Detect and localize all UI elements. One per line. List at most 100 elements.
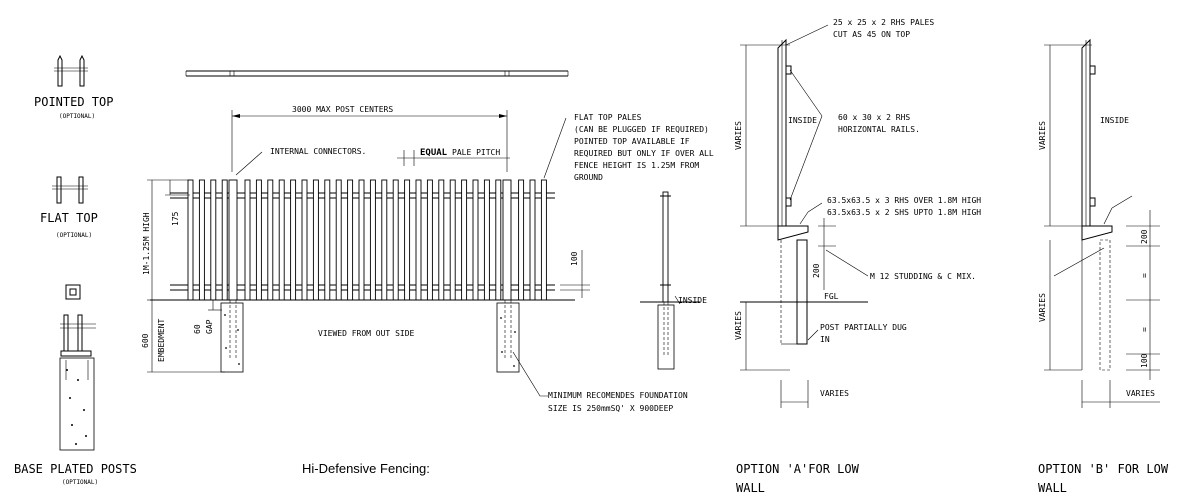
pale [472,179,479,301]
option-a-rails-2: HORIZONTAL RAILS. [838,125,920,134]
pale [518,179,525,301]
main-caption: Hi-Defensive Fencing: [302,461,430,476]
embedment-label: EMBEDMENT [157,318,166,362]
pale [461,179,468,301]
option-b-eq-2: = [1140,327,1149,332]
base-plated-detail [59,284,96,451]
base-plated-note: (OPTIONAL) [62,479,98,486]
pale [187,179,194,301]
option-a-caption-1: OPTION 'A'FOR LOW [736,462,860,476]
svg-text:(CAN BE PLUGGED IF REQUIRED): (CAN BE PLUGGED IF REQUIRED) [574,125,709,134]
dim-100: 100 [570,251,579,266]
option-a-post-dug-2: IN [820,335,830,344]
fence-pales [187,179,547,301]
svg-text:FENCE HEIGHT IS 1.25M FROM: FENCE HEIGHT IS 1.25M FROM [574,161,699,170]
option-a-fgl: FGL [824,292,839,301]
pale [381,179,388,301]
pale [267,179,274,301]
pale [495,179,502,301]
dim-600: 600 [141,333,150,348]
height-label: 1M-1.25M HIGH [142,212,151,275]
option-a-caption-2: WALL [736,481,765,495]
pale-pitch-dimension [397,150,510,166]
pointed-top-detail [54,54,88,87]
pale [255,179,262,301]
flat-top-label: FLAT TOP [40,211,98,225]
top-view-rail [185,70,569,77]
pale [449,179,456,301]
option-a-dim-200: 200 [812,263,821,278]
option-b-inside: INSIDE [1100,116,1129,125]
option-b-caption-2: WALL [1038,481,1067,495]
equal-label: EQUAL [420,148,448,158]
pale-pitch-label: PALE PITCH [452,148,500,157]
post-centers-label: 3000 MAX POST CENTERS [292,105,393,114]
flat-top-detail [52,176,88,204]
option-b-caption-1: OPTION 'B' FOR LOW [1038,462,1169,476]
option-b-varies-top: VARIES [1038,121,1047,150]
option-b-section [1044,38,1160,408]
base-plated-label: BASE PLATED POSTS [14,462,137,476]
pale [244,179,251,301]
flat-top-note: (OPTIONAL) [56,232,92,239]
gap-label: GAP [205,319,214,334]
option-a-posts-1: 63.5x63.5 x 3 RHS OVER 1.8M HIGH [827,196,981,205]
pale [301,179,308,301]
pale [404,179,411,301]
internal-connectors-label: INTERNAL CONNECTORS. [270,147,366,156]
pale [415,179,422,301]
option-a-post-dug-1: POST PARTIALLY DUG [820,323,907,332]
pale [529,179,536,301]
pointed-top-note: (OPTIONAL) [59,113,95,120]
option-b-varies-bottom: VARIES [1038,293,1047,322]
pale [278,179,285,301]
side-section [640,191,700,370]
pale [540,179,547,301]
pale [392,179,399,301]
option-a-section [740,24,869,408]
foundation-note-2: SIZE IS 250mmSQ' X 900DEEP [548,404,673,413]
studding-label: M 12 STUDDING & C MIX. [870,272,976,281]
dim-100-lines [560,250,590,298]
post-centers-dimension [231,110,508,172]
flat-top-pales-note: FLAT TOP PALES (CAN BE PLUGGED IF REQUIR… [574,113,714,182]
pale [369,179,376,301]
option-a-posts-2: 63.5x63.5 x 2 SHS UPTO 1.8M HIGH [827,208,981,217]
option-a-varies-width: VARIES [820,389,849,398]
pale [290,179,297,301]
option-b-eq-1: = [1140,273,1149,278]
pale [335,179,342,301]
pale [210,179,217,301]
pale [438,179,445,301]
side-inside-label: INSIDE [678,296,707,305]
svg-text:FLAT TOP PALES: FLAT TOP PALES [574,113,642,122]
option-a-varies-top: VARIES [734,121,743,150]
left-dimensions [147,179,225,373]
pale [221,179,228,301]
svg-text:POINTED TOP AVAILABLE IF: POINTED TOP AVAILABLE IF [574,137,690,146]
option-a-varies-bottom: VARIES [734,311,743,340]
option-b-dim-200: 200 [1140,229,1149,244]
pointed-top-label: POINTED TOP [34,95,113,109]
pale [198,179,205,301]
dim-175: 175 [171,211,180,226]
option-a-pales-1: 25 x 25 x 2 RHS PALES [833,18,934,27]
pale [312,179,319,301]
foundation-note-1: MINIMUM RECOMENDES FOUNDATION [548,391,688,400]
option-a-inside: INSIDE [788,116,817,125]
option-b-varies-width: VARIES [1126,389,1155,398]
svg-text:GROUND: GROUND [574,173,603,182]
pale [483,179,490,301]
pale [426,179,433,301]
option-b-dim-100: 100 [1140,353,1149,368]
option-a-rails-1: 60 x 30 x 2 RHS [838,113,910,122]
pale [347,179,354,301]
viewed-label: VIEWED FROM OUT SIDE [318,329,415,338]
pale [358,179,365,301]
svg-text:REQUIRED BUT ONLY IF OVER ALL: REQUIRED BUT ONLY IF OVER ALL [574,149,714,158]
pale [324,179,331,301]
option-a-pales-2: CUT AS 45 ON TOP [833,30,910,39]
dim-60: 60 [193,324,202,334]
foundations [220,300,520,373]
